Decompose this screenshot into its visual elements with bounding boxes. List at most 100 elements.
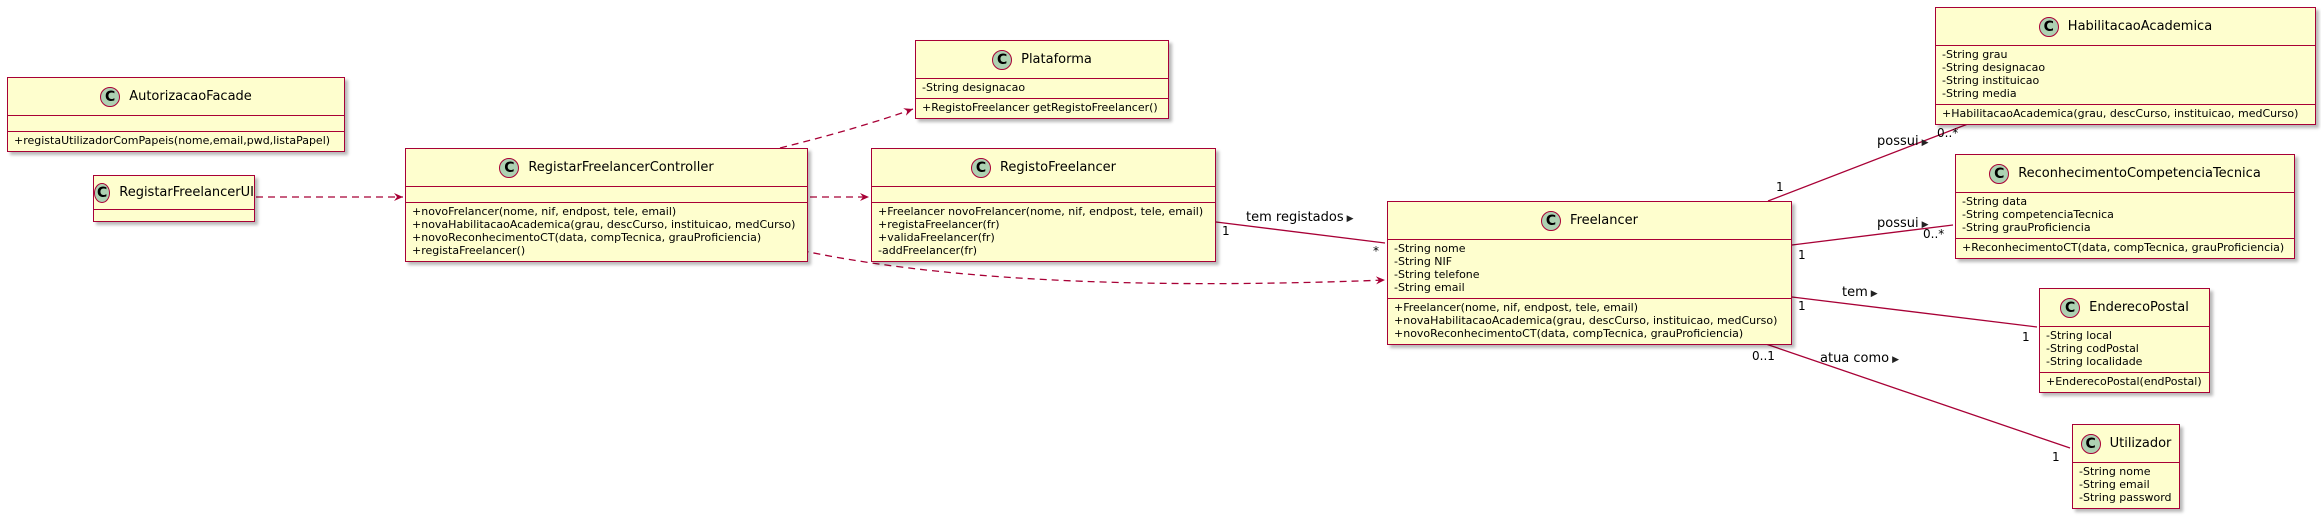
class-name: Freelancer <box>1570 213 1638 228</box>
method-row: +registaFreelancer(fr) <box>878 218 1000 231</box>
class-icon: C <box>1989 163 2010 184</box>
attribute-row: -String media <box>1942 87 2017 100</box>
class-name: RegistarFreelancerUI <box>119 185 254 200</box>
class-autorizacao-facade: C AutorizacaoFacade +registaUtilizadorCo… <box>7 77 345 152</box>
method-row: +novaHabilitacaoAcademica(grau, descCurs… <box>412 218 796 231</box>
mult-utilizador-side: 1 <box>2052 450 2060 464</box>
class-header: C RegistarFreelancerUI <box>94 176 254 210</box>
method-row: +registaUtilizadorComPapeis(nome,email,p… <box>14 134 331 147</box>
class-name: EnderecoPostal <box>2089 300 2189 315</box>
attribute-row: -String designacao <box>922 81 1026 94</box>
assoc-freelancer-utilizador <box>1759 341 2071 449</box>
method-row: +EnderecoPostal(endPostal) <box>2046 375 2202 388</box>
method-row: +novoReconhecimentoCT(data, compTecnica,… <box>1394 327 1744 340</box>
label-text: possui <box>1877 134 1919 149</box>
class-icon: C <box>94 182 111 203</box>
label-text: tem registados <box>1246 210 1344 225</box>
mult-freelancer-side: * <box>1373 244 1379 258</box>
class-header: C EnderecoPostal <box>2040 289 2209 327</box>
attributes-section: -String grau -String designacao -String … <box>1936 46 2315 105</box>
mult-endereco-side: 1 <box>2022 330 2030 344</box>
assoc-freelancer-habilitacao <box>1767 121 1974 202</box>
method-row: -addFreelancer(fr) <box>878 244 978 257</box>
mult-habilitacao-side: 0..* <box>1937 126 1959 140</box>
mult-reconhecimento-side: 0..* <box>1923 227 1945 241</box>
method-row: +Freelancer(nome, nif, endpost, tele, em… <box>1394 301 1639 314</box>
attribute-row: -String data <box>1962 195 2028 208</box>
method-row: +novaHabilitacaoAcademica(grau, descCurs… <box>1394 314 1778 327</box>
method-row: +RegistoFreelancer getRegistoFreelancer(… <box>922 101 1158 114</box>
direction-arrow-icon: ▶ <box>1870 289 1878 299</box>
class-header: C Freelancer <box>1388 202 1791 240</box>
class-icon: C <box>499 157 520 178</box>
class-icon: C <box>992 49 1013 70</box>
attributes-section: -String designacao <box>916 79 1168 99</box>
dep-controller-freelancer <box>789 247 1386 285</box>
attributes-section <box>406 187 807 203</box>
class-header: C Utilizador <box>2073 425 2179 463</box>
label-atua-como: atua como▶ <box>1820 351 1899 366</box>
methods-section: +EnderecoPostal(endPostal) <box>2040 373 2209 392</box>
attributes-section: -String data -String competenciaTecnica … <box>1956 193 2294 239</box>
label-text: possui <box>1877 216 1919 231</box>
attribute-row: -String password <box>2079 491 2172 504</box>
class-name: RegistarFreelancerController <box>528 160 714 175</box>
attributes-section: -String local -String codPostal -String … <box>2040 327 2209 373</box>
direction-arrow-icon: ▶ <box>1892 355 1900 365</box>
class-name: AutorizacaoFacade <box>129 89 252 104</box>
class-name: HabilitacaoAcademica <box>2067 19 2213 34</box>
label-tem-endereco: tem▶ <box>1842 285 1878 300</box>
class-registar-freelancer-controller: C RegistarFreelancerController +novoFrel… <box>405 148 808 262</box>
attribute-row: -String grauProficiencia <box>1962 221 2091 234</box>
methods-section: +HabilitacaoAcademica(grau, descCurso, i… <box>1936 105 2315 124</box>
assoc-freelancer-endereco <box>1791 296 2038 328</box>
method-row: +HabilitacaoAcademica(grau, descCurso, i… <box>1942 107 2299 120</box>
class-header: C RegistarFreelancerController <box>406 149 807 187</box>
class-icon: C <box>2060 297 2081 318</box>
class-plataforma: C Plataforma -String designacao +Registo… <box>915 40 1169 119</box>
class-utilizador: C Utilizador -String nome -String email … <box>2072 424 2180 509</box>
methods-section: +novoFrelancer(nome, nif, endpost, tele,… <box>406 203 807 261</box>
method-row: +novoReconhecimentoCT(data, compTecnica,… <box>412 231 762 244</box>
label-text: atua como <box>1820 351 1890 366</box>
mult-registo-side: 1 <box>1222 224 1230 238</box>
class-freelancer: C Freelancer -String nome -String NIF -S… <box>1387 201 1792 345</box>
attribute-row: -String nome <box>1394 242 1466 255</box>
methods-section: +Freelancer(nome, nif, endpost, tele, em… <box>1388 299 1791 344</box>
direction-arrow-icon: ▶ <box>1921 138 1929 148</box>
attributes-section: -String nome -String email -String passw… <box>2073 463 2179 508</box>
class-icon: C <box>1541 210 1562 231</box>
mult-freelancer-side: 1 <box>1798 248 1806 262</box>
direction-arrow-icon: ▶ <box>1921 220 1929 230</box>
assoc-registo-freelancer <box>1215 221 1386 244</box>
label-tem-registados: tem registados▶ <box>1246 210 1354 225</box>
attribute-row: -String email <box>1394 281 1465 294</box>
direction-arrow-icon: ▶ <box>1346 214 1354 224</box>
attributes-section <box>94 210 254 222</box>
class-habilitacao-academica: C HabilitacaoAcademica -String grau -Str… <box>1935 7 2316 125</box>
label-possui-habilitacao: possui▶ <box>1877 134 1929 149</box>
methods-section: +registaUtilizadorComPapeis(nome,email,p… <box>8 132 344 151</box>
label-possui-reconhecimento: possui▶ <box>1877 216 1929 231</box>
attribute-row: -String competenciaTecnica <box>1962 208 2114 221</box>
mult-freelancer-side: 1 <box>1798 299 1806 313</box>
attribute-row: -String local <box>2046 329 2112 342</box>
class-name: ReconhecimentoCompetenciaTecnica <box>2018 166 2261 181</box>
class-name: Utilizador <box>2109 436 2172 451</box>
attributes-section: -String nome -String NIF -String telefon… <box>1388 240 1791 299</box>
class-registar-freelancer-ui: C RegistarFreelancerUI <box>93 175 255 222</box>
attribute-row: -String telefone <box>1394 268 1480 281</box>
class-name: RegistoFreelancer <box>999 160 1117 175</box>
attribute-row: -String email <box>2079 478 2150 491</box>
attribute-row: -String grau <box>1942 48 2008 61</box>
attributes-section <box>872 187 1215 203</box>
class-header: C Plataforma <box>916 41 1168 79</box>
class-header: C RegistoFreelancer <box>872 149 1215 187</box>
class-endereco-postal: C EnderecoPostal -String local -String c… <box>2039 288 2210 393</box>
mult-freelancer-side: 1 <box>1776 180 1784 194</box>
attribute-row: -String designacao <box>1942 61 2046 74</box>
class-icon: C <box>2038 16 2059 37</box>
attribute-row: -String localidade <box>2046 355 2143 368</box>
method-row: +registaFreelancer() <box>412 244 526 257</box>
